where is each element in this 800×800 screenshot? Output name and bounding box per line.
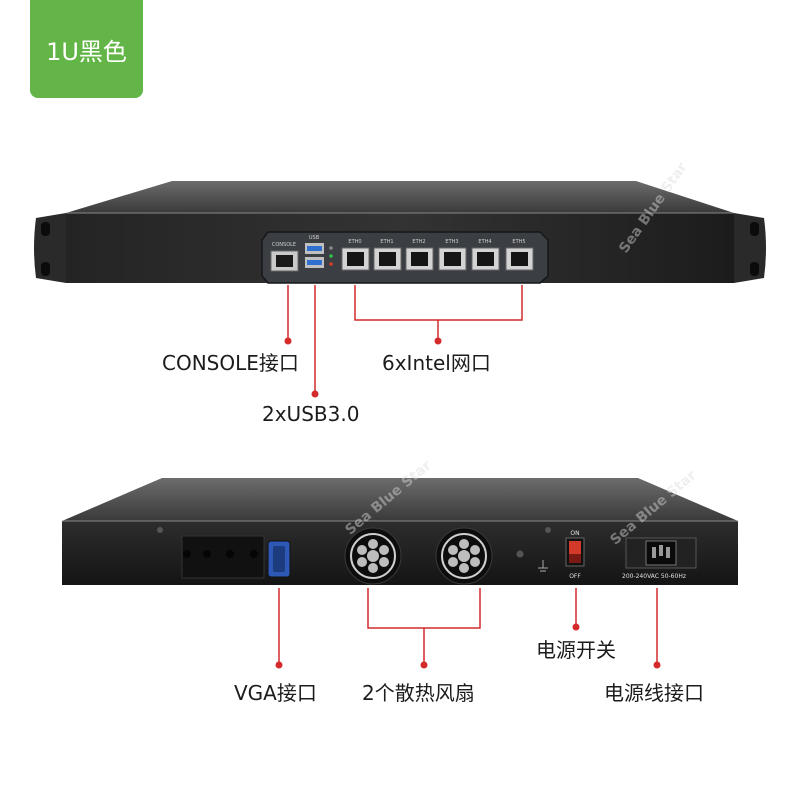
eth-port-0 [341, 247, 370, 271]
power-inlet-callout: 电源线接口 [604, 681, 704, 705]
power-inlet [625, 537, 697, 569]
cooling-fan-left [344, 527, 402, 585]
eth-label-1: ETH1 [380, 239, 393, 245]
rear-chassis [62, 478, 738, 585]
eth-label-3: ETH3 [445, 239, 458, 245]
eth-label-0: ETH0 [348, 239, 361, 245]
power-switch-callout: 电源开关 [536, 638, 616, 662]
eth-port-2 [405, 247, 434, 271]
vga-port-callout: VGA接口 [234, 681, 317, 705]
switch-off-label: OFF [569, 573, 581, 580]
front-callout-dots [284, 337, 442, 398]
lan-port-callout: 6xIntel网口 [382, 351, 491, 375]
power-switch [565, 537, 585, 567]
vga-port [267, 540, 291, 578]
rear-callout-lines [278, 588, 658, 664]
rear-callout-dots [275, 623, 661, 669]
power-rating-label: 200-240VAC 50-60Hz [622, 573, 686, 580]
fans-callout: 2个散热风扇 [362, 681, 475, 705]
ethernet-ports [341, 247, 534, 271]
eth-label-2: ETH2 [412, 239, 425, 245]
eth-port-1 [373, 247, 402, 271]
usb-port-label: USB [309, 235, 320, 241]
usb-ports [305, 243, 324, 268]
console-port-label: CONSOLE [272, 242, 296, 248]
status-led [329, 262, 333, 266]
eth-label-4: ETH4 [478, 239, 491, 245]
console-port [270, 250, 299, 272]
color-badge: 1U黑色 [30, 0, 143, 98]
cooling-fan-right [435, 527, 493, 585]
console-port-callout: CONSOLE接口 [162, 351, 299, 375]
eth-port-3 [438, 247, 467, 271]
eth-port-4 [471, 247, 500, 271]
usb-port-callout: 2xUSB3.0 [262, 402, 360, 426]
status-led [329, 254, 333, 258]
eth-label-5: ETH5 [512, 239, 525, 245]
ground-icon [538, 560, 548, 572]
switch-on-label: ON [570, 530, 579, 537]
eth-port-5 [505, 247, 534, 271]
front-callout-lines [287, 285, 523, 393]
status-led [329, 246, 333, 250]
